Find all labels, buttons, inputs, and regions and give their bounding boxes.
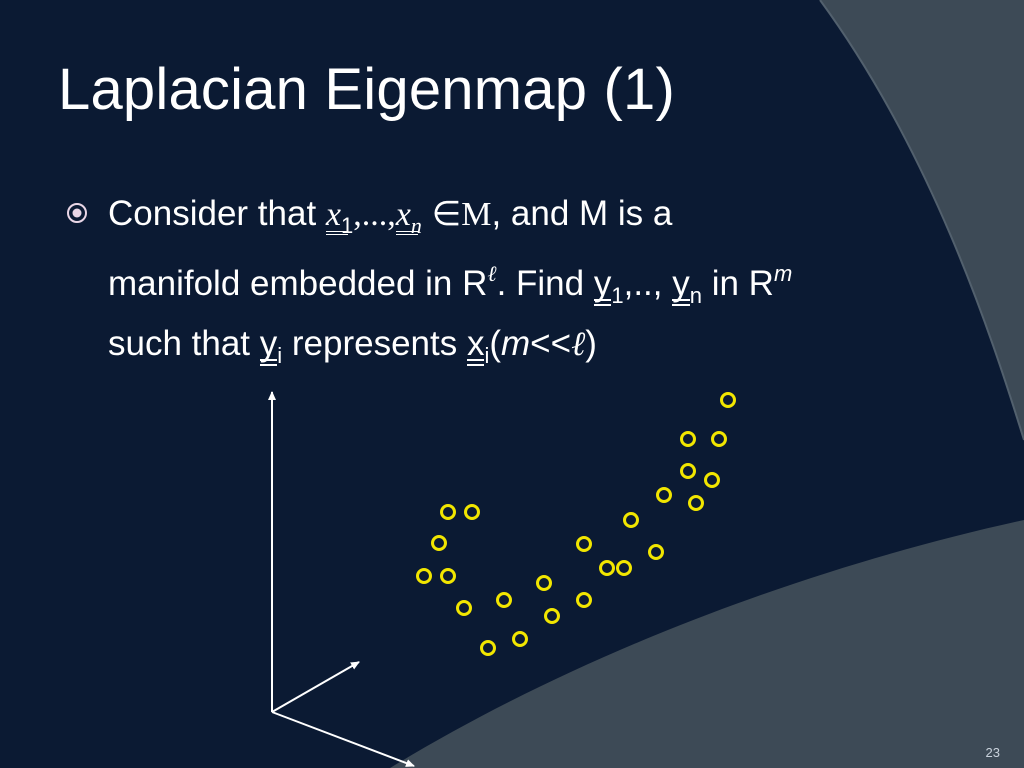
bullet-line-2: manifold embedded in Rℓ. Find y1,.., yn … [108, 250, 988, 320]
text-dots: ,..., [353, 196, 396, 233]
vector-xi: x [466, 320, 484, 368]
page-number: 23 [985, 745, 1000, 760]
scatter-point-3 [711, 431, 727, 447]
scatter-point-11 [599, 560, 615, 576]
radio-bullet-icon [67, 203, 87, 223]
text-and-m: , and M is a [491, 194, 673, 233]
text-manifold-embedded: manifold embedded in R [108, 264, 488, 303]
text-close-paren: ) [585, 324, 597, 363]
superscript-ell: ℓ [487, 261, 497, 286]
scatter-point-16 [416, 568, 432, 584]
scatter-point-19 [496, 592, 512, 608]
corner-swoosh-top [820, 0, 1024, 440]
text-much-less: << [530, 324, 572, 363]
scatter-point-18 [456, 600, 472, 616]
text-such-that: such that [108, 324, 260, 363]
scatter-point-21 [544, 608, 560, 624]
scatter-point-6 [656, 487, 672, 503]
subscript-yi: i [277, 343, 283, 368]
scatter-point-2 [680, 431, 696, 447]
text-represents: represents [282, 324, 467, 363]
manifold-symbol: M [461, 196, 492, 233]
vector-yn: y [672, 260, 690, 308]
scatter-point-7 [688, 495, 704, 511]
scatter-point-15 [431, 535, 447, 551]
scatter-point-13 [440, 504, 456, 520]
bullet-text: Consider that x1,...,xn ∈M, and M is a m… [108, 190, 988, 380]
text-m: m [501, 324, 531, 363]
vector-y1: y [593, 260, 611, 308]
subscript-n: n [410, 213, 422, 238]
text-find: . Find [496, 264, 594, 303]
bullet-line-1: Consider that x1,...,xn ∈M, and M is a [108, 190, 988, 250]
subscript-yn: n [689, 283, 702, 308]
scatter-point-8 [623, 512, 639, 528]
scatter-point-1 [720, 392, 736, 408]
axis-diagonal-down-arrow [271, 711, 415, 767]
bullet-line-3: such that yi represents xi(m<<ℓ) [108, 320, 988, 380]
element-of-symbol: ∈ [431, 196, 462, 233]
text-open-paren: ( [489, 324, 502, 363]
vector-yi: y [259, 320, 277, 368]
scatter-point-5 [704, 472, 720, 488]
vector-x1: x [325, 190, 349, 239]
text-in-r: in R [701, 264, 774, 303]
superscript-m: m [773, 261, 793, 286]
vector-xn: x [395, 190, 418, 239]
scatter-point-20 [536, 575, 552, 591]
text-comma-dots: ,.., [623, 264, 673, 303]
scatter-point-12 [616, 560, 632, 576]
axis-diagonal-up-arrow [271, 661, 360, 713]
scatter-point-23 [512, 631, 528, 647]
scatter-point-9 [576, 536, 592, 552]
text-consider: Consider that [108, 194, 326, 233]
scatter-point-10 [648, 544, 664, 560]
text-ell: ℓ [571, 326, 586, 363]
scatter-point-22 [576, 592, 592, 608]
scatter-point-4 [680, 463, 696, 479]
corner-swoosh-bottom [390, 520, 1024, 768]
scatter-points [416, 392, 736, 656]
subscript-y1: 1 [611, 283, 624, 308]
scatter-point-14 [464, 504, 480, 520]
subscript-xi: i [484, 343, 490, 368]
scatter-point-24 [480, 640, 496, 656]
scatter-point-17 [440, 568, 456, 584]
slide-title: Laplacian Eigenmap (1) [58, 57, 675, 122]
